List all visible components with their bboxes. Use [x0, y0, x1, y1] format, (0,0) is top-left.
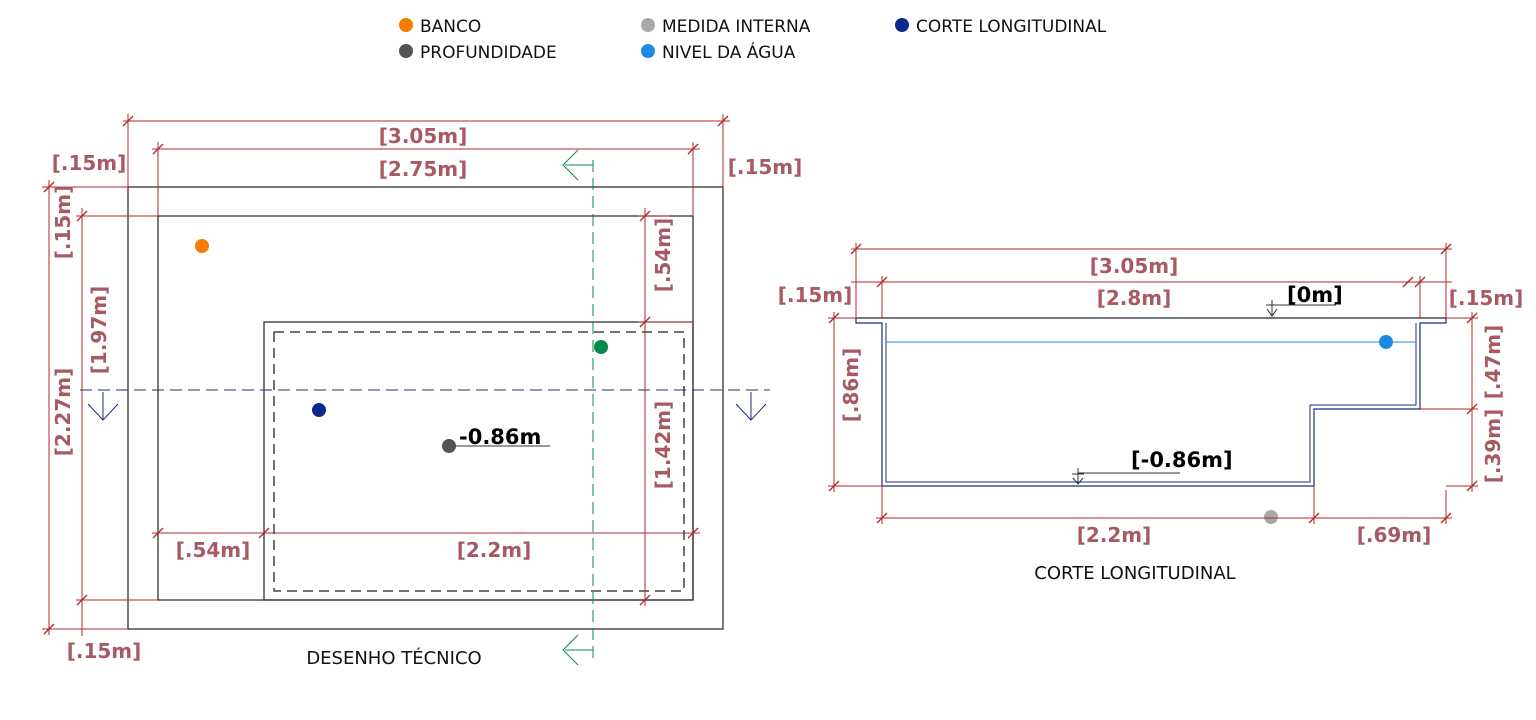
legend-dot-corte-longitudinal	[895, 18, 909, 32]
legend-label-profundidade: PROFUNDIDADE	[420, 43, 557, 63]
legend-dot-profundidade	[399, 44, 413, 58]
section-dim-step-height: [.39m]	[1481, 409, 1505, 484]
marker-banco	[195, 239, 209, 253]
legend-dot-banco	[399, 18, 413, 32]
section-dim-total-width: [3.05m]	[1090, 254, 1178, 278]
section-dim-inner-width: [2.8m]	[1097, 286, 1172, 310]
section-caption: CORTE LONGITUDINAL	[1034, 563, 1235, 584]
legend-dot-nivel-agua	[641, 44, 655, 58]
section-level-top: [0m]	[1287, 283, 1343, 307]
plan-dim-bench-width: [.54m]	[176, 538, 251, 562]
legend-label-nivel-agua: NIVEL DA ÁGUA	[662, 41, 796, 63]
legend-label-corte-longitudinal: CORTE LONGITUDINAL	[916, 17, 1107, 37]
legend-label-banco: BANCO	[420, 17, 481, 37]
section-view: [0m] [-0.86m]	[778, 243, 1524, 584]
plan-dim-bench-depth: [.54m]	[651, 218, 675, 293]
plan-dim-border-right-top: [.15m]	[728, 155, 803, 179]
section-dim-bench-length: [.69m]	[1357, 523, 1432, 547]
legend-item-nivel-agua: NIVEL DA ÁGUA	[641, 41, 796, 63]
plan-dim-lines	[42, 114, 730, 636]
plan-outer-border	[127, 186, 724, 630]
plan-deep-dashed	[273, 331, 685, 592]
legend-item-corte-longitudinal: CORTE LONGITUDINAL	[895, 17, 1107, 37]
plan-caption: DESENHO TÉCNICO	[306, 647, 481, 669]
section-dim-bench-height: [.47m]	[1481, 325, 1505, 400]
legend-item-banco: BANCO	[399, 17, 481, 37]
section-dim-border-left: [.15m]	[778, 283, 853, 307]
plan-dim-inner-width: [2.75m]	[379, 157, 467, 181]
plan-dim-border-bottom: [.15m]	[67, 639, 142, 663]
section-dim-border-right: [.15m]	[1449, 286, 1524, 310]
section-dim-deep-length: [2.2m]	[1077, 523, 1152, 547]
section-pool-inner-outline	[885, 323, 1417, 483]
plan-dim-border-left-top: [.15m]	[52, 151, 127, 175]
plan-dim-border-left-side: [.15m]	[51, 185, 75, 260]
section-pool-outline	[855, 317, 1447, 487]
section-arrow-top-icon	[562, 149, 593, 181]
marker-section	[594, 340, 608, 354]
section-arrow-bottom-icon	[562, 634, 593, 666]
marker-profundidade	[442, 439, 456, 453]
legend-item-medida-interna: MEDIDA INTERNA	[641, 17, 811, 37]
level-marker-top-icon	[1266, 300, 1336, 317]
section-arrow-left-icon	[87, 392, 119, 421]
plan-view: -0.86m [3.05m] [2.75m	[42, 114, 802, 669]
section-arrow-right-icon	[735, 392, 767, 421]
section-dim-depth: [.86m]	[839, 348, 863, 423]
plan-deep-area	[263, 321, 694, 601]
plan-depth-label: -0.86m	[459, 425, 541, 449]
legend-label-medida-interna: MEDIDA INTERNA	[662, 17, 811, 37]
marker-medida-interna	[1264, 510, 1278, 524]
plan-dim-total-height: [2.27m]	[51, 368, 75, 456]
legend: BANCO PROFUNDIDADE MEDIDA INTERNA NIVEL …	[399, 17, 1107, 63]
plan-dim-deep-width: [2.2m]	[457, 538, 532, 562]
plan-dim-deep-length: [1.42m]	[651, 401, 675, 489]
marker-corte	[312, 403, 326, 417]
marker-nivel-agua	[1379, 335, 1393, 349]
legend-item-profundidade: PROFUNDIDADE	[399, 43, 557, 63]
plan-dim-total-width: [3.05m]	[379, 124, 467, 148]
section-dim-lines	[828, 243, 1478, 524]
legend-dot-medida-interna	[641, 18, 655, 32]
plan-dim-inner-height: [1.97m]	[87, 286, 111, 374]
level-marker-bottom-icon	[1072, 468, 1180, 485]
section-level-bottom: [-0.86m]	[1131, 448, 1233, 472]
